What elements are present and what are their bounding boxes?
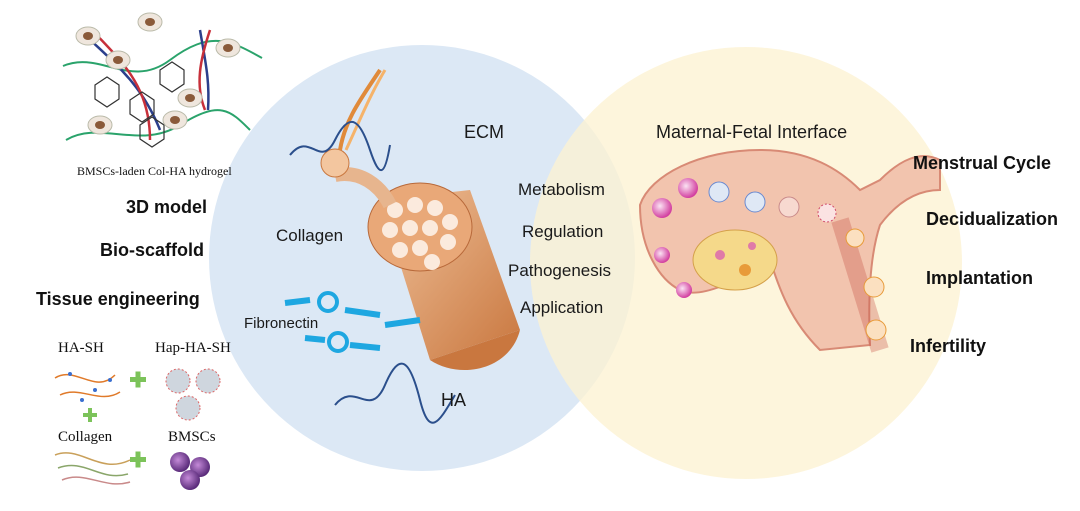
plus-icon xyxy=(130,371,146,388)
ha-label: HA xyxy=(441,390,467,410)
ha-strand-illustration xyxy=(289,120,456,424)
component-label-ha-sh: HA-SH xyxy=(58,340,104,356)
fibronectin-label: Fibronectin xyxy=(244,315,319,332)
ecm-title: ECM xyxy=(464,122,504,142)
component-label-collagen: Collagen xyxy=(58,429,113,445)
overlap-item-regulation: Regulation xyxy=(522,222,604,241)
overlap-item-pathogenesis: Pathogenesis xyxy=(508,261,612,280)
component-label-hap-ha-sh: Hap-HA-SH xyxy=(155,340,231,356)
component-label-bmscs: BMSCs xyxy=(168,429,216,445)
overlap-item-metabolism: Metabolism xyxy=(518,180,605,199)
use-label-3d-model: 3D model xyxy=(126,197,208,217)
event-label-decidualization: Decidualization xyxy=(926,209,1059,229)
uterus-illustration xyxy=(638,148,941,353)
overlap-item-application: Application xyxy=(520,298,604,317)
mfi-title: Maternal-Fetal Interface xyxy=(656,122,848,142)
components-illustration xyxy=(54,368,221,490)
fibronectin-illustration xyxy=(284,291,421,353)
event-label-menstrual-cycle: Menstrual Cycle xyxy=(913,153,1052,173)
hydrogel-illustration xyxy=(62,12,263,148)
plus-icon xyxy=(83,408,97,422)
event-label-infertility: Infertility xyxy=(910,336,987,356)
plus-icon xyxy=(130,451,146,468)
collagen-fiber-illustration xyxy=(320,68,520,370)
event-label-implantation: Implantation xyxy=(926,268,1033,288)
collagen-label: Collagen xyxy=(276,226,344,245)
hydrogel-caption: BMSCs-laden Col-HA hydrogel xyxy=(77,164,232,178)
use-label-tissue-engineering: Tissue engineering xyxy=(36,289,200,309)
use-label-bio-scaffold: Bio-scaffold xyxy=(100,240,205,260)
